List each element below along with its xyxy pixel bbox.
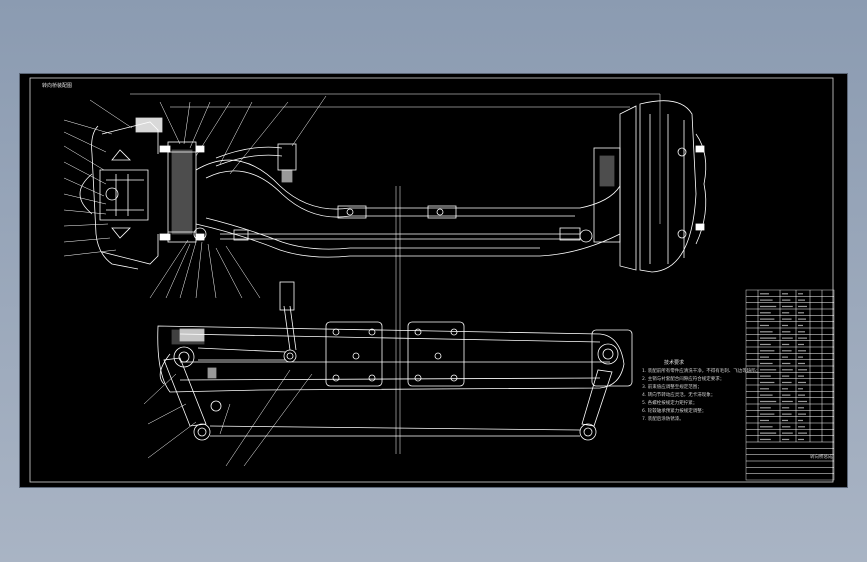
corner-title: 转向桥装配图: [42, 82, 72, 89]
drawing-frame: [29, 77, 834, 483]
plan-view: [157, 281, 633, 441]
leader-lines-top: [63, 95, 327, 299]
note-1: 1. 装配前所有零件应清洗干净，不得有毛刺、飞边等缺陷；: [642, 367, 760, 374]
cad-drawing: 转向桥装配图: [29, 77, 835, 483]
note-3: 3. 前束值应调整至规定范围；: [642, 383, 702, 390]
note-6: 6. 轮毂轴承预紧力按规定调整；: [642, 407, 706, 414]
leader-lines-bottom: [143, 369, 313, 467]
note-7: 7. 装配后涂防锈漆。: [642, 415, 684, 422]
front-axle-section-view: [79, 93, 707, 454]
technical-notes: 技术要求 1. 装配前所有零件应清洗干净，不得有毛刺、飞边等缺陷； 2. 主销与…: [642, 359, 760, 422]
note-4: 4. 转向节转动应灵活，无卡滞现象；: [642, 391, 715, 398]
drawing-sheet: 转向桥装配图: [20, 74, 847, 487]
title-block: 转向桥总成: [810, 453, 833, 460]
note-5: 5. 各螺栓按规定力矩拧紧；: [642, 399, 697, 406]
title-block-name: 转向桥总成: [810, 453, 833, 460]
note-2: 2. 主销与衬套配合间隙应符合规定要求；: [642, 375, 724, 382]
notes-title: 技术要求: [664, 359, 684, 366]
parts-list-table: [745, 289, 835, 481]
